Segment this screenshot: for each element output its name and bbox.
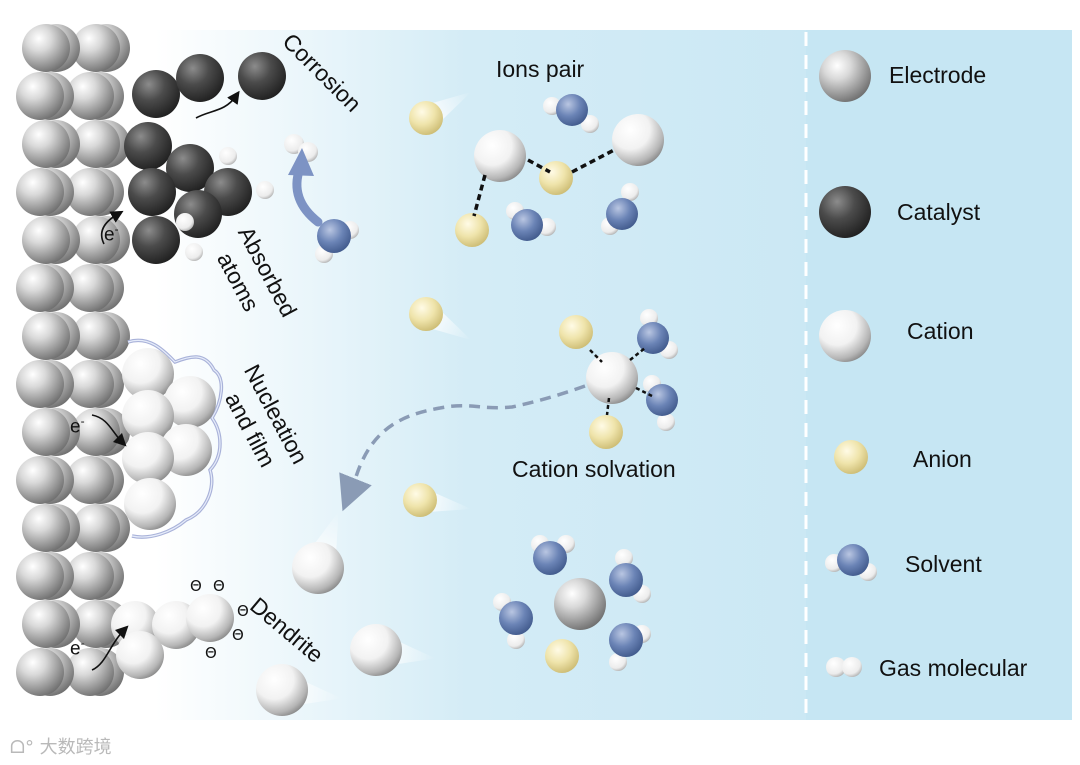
catalyst-sphere-icon [819,186,871,238]
legend-label-cation: Cation [907,318,973,345]
adsorbed-hydrogen-atom [256,181,274,199]
anion [409,101,443,135]
ion-pair-cation [474,130,526,182]
solvent-atom [609,623,643,657]
cation [292,542,344,594]
legend-label-solvent: Solvent [905,551,982,578]
dendrite-cation [116,631,164,679]
solvated-cation [554,578,606,630]
electrode-atom [16,648,64,696]
catalyst-atom [132,70,180,118]
electrode-atom [22,408,70,456]
solvent-atom [317,219,351,253]
electrode-atom [16,72,64,120]
cation-solvation-label: Cation solvation [512,456,676,483]
electrode-atom [22,600,70,648]
cation [256,664,308,716]
dendrite-cation [186,594,234,642]
electrode-atom [22,504,70,552]
adsorbed-hydrogen-atom [219,147,237,165]
legend-label-electrode: Electrode [889,62,986,89]
solvent-atom [646,384,678,416]
negative-charge-symbol: Θ [190,577,202,595]
electrode-atom [22,216,70,264]
anion [403,483,437,517]
negative-charge-symbol: Θ [232,626,244,644]
solvent-atom [556,94,588,126]
electrode-atom [16,456,64,504]
electrode-sphere-icon [819,50,871,102]
negative-charge-symbol: Θ [237,602,249,620]
solvent-atom [609,563,643,597]
cation-sphere-icon [819,310,871,362]
electrode-atom [16,552,64,600]
anion [409,297,443,331]
catalyst-atom [176,54,224,102]
electrode-atom [16,360,64,408]
electron-label-middle: e- [70,414,85,438]
adsorbed-hydrogen-atom [185,243,203,261]
watermark: ᗝ° 大数跨境 [10,733,112,759]
cation [350,624,402,676]
solvent-atom [606,198,638,230]
anion [545,639,579,673]
anion-sphere-icon [834,440,868,474]
solvation-anion [589,415,623,449]
electrode-atom [16,168,64,216]
ion-pair-cation [612,114,664,166]
watermark-logo-icon: ᗝ° [10,737,40,758]
legend-background [806,30,1072,720]
nucleated-cation [122,432,174,484]
solvent-atom [533,541,567,575]
adsorbed-hydrogen-atom [176,213,194,231]
electrode-atom [22,24,70,72]
solvent-atom [499,601,533,635]
ion-pair-anion [455,213,489,247]
solvent-atom [511,209,543,241]
legend-label-catalyst: Catalyst [897,199,980,226]
ion-pair-anion [539,161,573,195]
solvation-anion [559,315,593,349]
nucleated-cation [124,478,176,530]
catalyst-atom [124,122,172,170]
electrode-atom [22,312,70,360]
electron-label-top: e- [104,222,119,246]
catalyst-atom [132,216,180,264]
ions-pair-label: Ions pair [496,56,584,83]
catalyst-atom [238,52,286,100]
electron-label-bottom: e- [70,636,85,660]
electrode-atom [16,264,64,312]
legend-label-gas-molecular: Gas molecular [879,655,1027,682]
negative-charge-symbol: Θ [205,644,217,662]
electrode-atom [22,120,70,168]
catalyst-atom [128,168,176,216]
negative-charge-symbol: Θ [213,577,225,595]
legend-label-anion: Anion [913,446,972,473]
